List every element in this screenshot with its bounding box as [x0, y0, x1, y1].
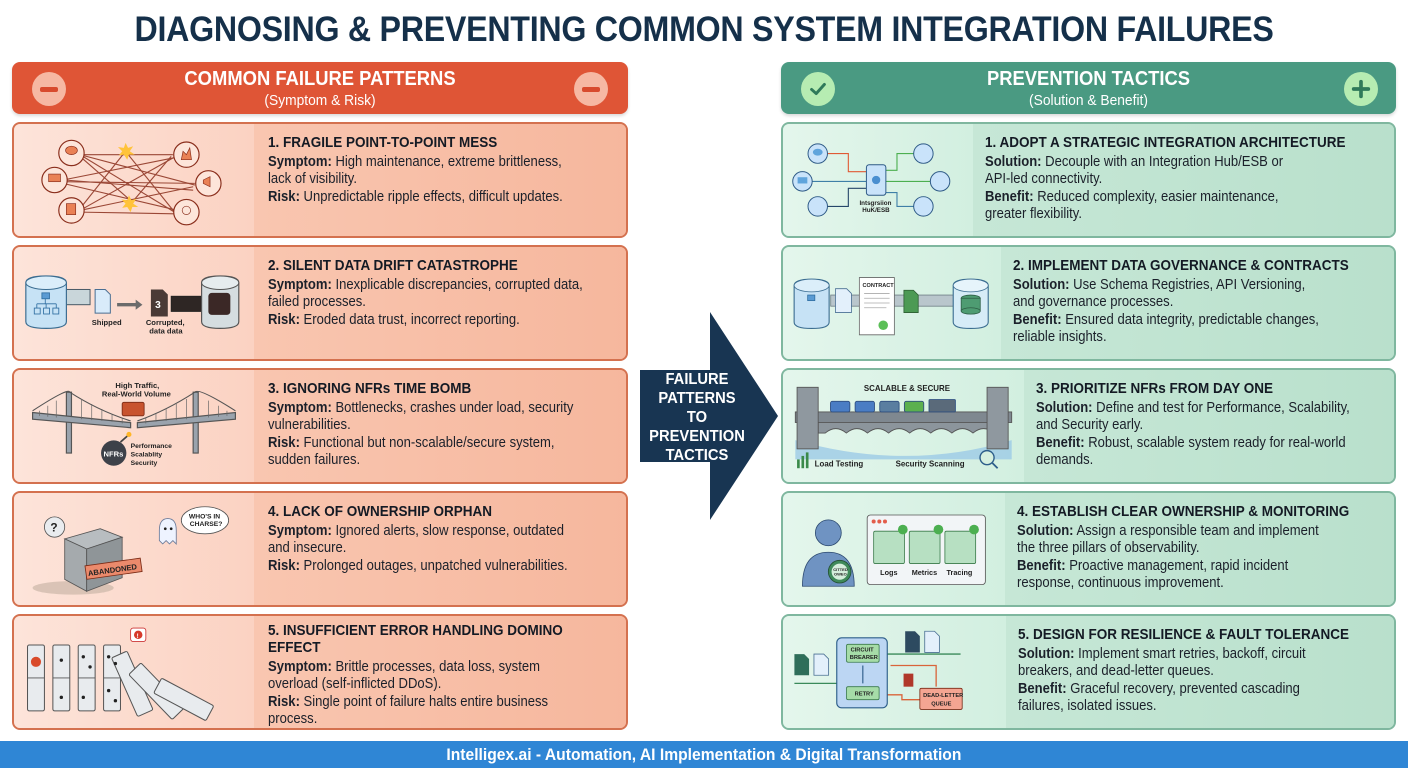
speech-bubble-line-1: WHO'S IN: [189, 514, 220, 521]
symptom-text: Symptom: Brittle processes, data loss, s…: [268, 659, 540, 692]
badge-line-2: OWEO: [834, 572, 847, 577]
card-title: 5. DESIGN FOR RESILIENCE & FAULT TOLERAN…: [1018, 626, 1350, 643]
alert-icon: !: [137, 633, 139, 640]
card-title: 2. SILENT DATA DRIFT CATASTROPHE: [268, 257, 518, 274]
footer-banner: Intelligex.ai - Automation, AI Implement…: [0, 741, 1408, 768]
card-title: 3. PRIORITIZE NFRs FROM DAY ONE: [1036, 380, 1274, 397]
arrow-label: FAILURE PATTERNS TO PREVENTION TACTICS: [649, 371, 745, 464]
failure-card-domino-effect: ! 5. INSUFFICIENT ERROR HANDLING DOMINO …: [12, 614, 628, 730]
card-title: 3. IGNORING NFRs TIME BOMB: [268, 380, 472, 397]
risk-text: Risk: Single point of failure halts enti…: [268, 694, 549, 727]
minus-circle-icon: [32, 72, 66, 106]
hub-label-1: Intsgrsiion: [859, 200, 891, 207]
corrupted-label-2: data data: [149, 326, 183, 335]
speech-bubble-line-2: CHARSE?: [190, 521, 223, 528]
solution-text: Solution: Use Schema Registries, API Ver…: [1012, 277, 1306, 310]
risk-text: Risk: Prolonged outages, unpatched vulne…: [268, 558, 568, 574]
benefit-text: Benefit: Ensured data integrity, predict…: [1012, 312, 1319, 345]
broken-bridge-illustration: High Traffic, Real-World Volume NFRs Per…: [14, 370, 254, 482]
failure-card-ownership-orphan: ? ABANDONED WHO'S IN CHARSE? 4. LACK OF …: [12, 491, 628, 607]
risk-text: Risk: Functional but non-scalable/secure…: [268, 435, 555, 468]
arrow-right-icon: [640, 312, 778, 520]
failure-card-point-to-point: 1. FRAGILE POINT-TO-POINT MESS Symptom: …: [12, 122, 628, 238]
solution-text: Solution: Decouple with an Integration H…: [985, 154, 1284, 187]
failure-card-data-drift: Shipped 3 Corrupted, data data 2. SILENT…: [12, 245, 628, 361]
solution-text: Solution: Implement smart retries, backo…: [1018, 646, 1306, 679]
metrics-label: Metrics: [912, 568, 937, 577]
card-title: 4. ESTABLISH CLEAR OWNERSHIP & MONITORIN…: [1016, 503, 1350, 520]
card-title: 1. FRAGILE POINT-TO-POINT MESS: [268, 134, 498, 151]
prevention-card-integration-architecture: Intsgrsiion HuK/ESB 1. ADOPT A STRATEGIC…: [781, 122, 1396, 238]
prevention-card-ownership-monitoring: CITTED OWEO Logs Metrics Tracing 4. ESTA…: [781, 491, 1396, 607]
symptom-text: Symptom: High maintenance, extreme britt…: [268, 154, 562, 187]
circuit-breaker-label-1: CIRCUIT: [851, 648, 875, 654]
hub-label-2: HuK/ESB: [862, 207, 890, 214]
check-circle-icon: [801, 72, 835, 106]
shipped-label: Shipped: [92, 318, 122, 327]
nfr-performance-label: Performance: [131, 443, 173, 450]
scalable-secure-banner: SCALABLE & SECURE: [864, 384, 950, 393]
chart-icon: [797, 452, 809, 469]
page-title: DIAGNOSING & PREVENTING COMMON SYSTEM IN…: [134, 10, 1274, 49]
benefit-text: Benefit: Graceful recovery, prevented ca…: [1018, 681, 1301, 714]
failure-patterns-subheading: (Symptom & Risk): [264, 92, 376, 109]
abandoned-server-illustration: ? ABANDONED WHO'S IN CHARSE?: [14, 493, 254, 605]
prevention-card-prioritize-nfrs: SCALABLE & SECURE Load Testing Security …: [781, 368, 1396, 484]
tracing-label: Tracing: [947, 568, 973, 577]
data-drift-illustration: Shipped 3 Corrupted, data data: [14, 247, 254, 359]
falling-dominoes-illustration: !: [14, 616, 254, 728]
integration-hub-illustration: Intsgrsiion HuK/ESB: [783, 124, 974, 236]
symptom-text: Symptom: Ignored alerts, slow response, …: [268, 523, 564, 556]
bomb-label: NFRs: [104, 449, 124, 458]
prevention-tactics-header: PREVENTION TACTICS (Solution & Benefit): [781, 62, 1396, 114]
card-title: 5. INSUFFICIENT ERROR HANDLING DOMINO EF…: [268, 622, 563, 656]
solution-text: Solution: Define and test for Performanc…: [1036, 400, 1350, 433]
corrupted-label-1: Corrupted,: [146, 318, 185, 327]
nfr-scalability-label: Scalablity: [131, 451, 163, 458]
failure-patterns-heading: COMMON FAILURE PATTERNS: [184, 68, 456, 90]
prevention-card-data-governance: CONTRACT 2. IMPLEMENT DATA GOVERNANCE & …: [781, 245, 1396, 361]
question-mark: ?: [50, 520, 57, 534]
solution-text: Solution: Assign a responsible team and …: [1016, 523, 1319, 556]
retry-label: RETRY: [855, 692, 874, 698]
dead-letter-label-1: DEAD-LETTER: [923, 693, 963, 699]
footer-text: Intelligex.ai - Automation, AI Implement…: [446, 745, 962, 764]
plus-circle-icon: [1344, 72, 1378, 106]
prevention-tactics-heading: PREVENTION TACTICS: [986, 68, 1191, 90]
dead-letter-label-2: QUEUE: [931, 701, 951, 707]
load-testing-label: Load Testing: [815, 459, 864, 468]
secure-bridge-illustration: SCALABLE & SECURE Load Testing Security …: [783, 370, 1024, 482]
card-title: 4. LACK OF OWNERSHIP ORPHAN: [268, 503, 493, 520]
security-scanning-label: Security Scanning: [896, 459, 965, 468]
benefit-text: Benefit: Reduced complexity, easier main…: [985, 189, 1279, 222]
card-title: 2. IMPLEMENT DATA GOVERNANCE & CONTRACTS: [1012, 257, 1349, 274]
contract-label: CONTRACT: [863, 283, 895, 289]
card-title: 1. ADOPT A STRATEGIC INTEGRATION ARCHITE…: [985, 134, 1346, 151]
traffic-label-2: Real-World Volume: [102, 389, 171, 398]
prevention-card-resilience: CIRCUIT BREARER RETRY DEAD-LETTER QUEUE …: [781, 614, 1396, 730]
ownership-monitoring-illustration: CITTED OWEO Logs Metrics Tracing: [783, 493, 1005, 605]
circuit-breaker-label-2: BREARER: [850, 655, 878, 661]
failure-patterns-header: COMMON FAILURE PATTERNS (Symptom & Risk): [12, 62, 628, 114]
symptom-text: Symptom: Inexplicable discrepancies, cor…: [268, 277, 583, 310]
minus-circle-icon: [574, 72, 608, 106]
risk-text: Risk: Unpredictable ripple effects, diff…: [268, 189, 563, 205]
nfr-security-label: Security: [131, 460, 158, 467]
corrupted-doc-number: 3: [155, 300, 161, 311]
benefit-text: Benefit: Proactive management, rapid inc…: [1016, 558, 1289, 591]
benefit-text: Benefit: Robust, scalable system ready f…: [1036, 435, 1346, 468]
logs-label: Logs: [880, 568, 897, 577]
data-contract-illustration: CONTRACT: [783, 247, 1001, 359]
risk-text: Risk: Eroded data trust, incorrect repor…: [268, 312, 520, 328]
traffic-label-1: High Traffic,: [115, 381, 159, 390]
failure-card-nfr-time-bomb: High Traffic, Real-World Volume NFRs Per…: [12, 368, 628, 484]
prevention-tactics-subheading: (Solution & Benefit): [1029, 92, 1148, 109]
badge-line-1: CITTED: [833, 567, 848, 572]
point-to-point-mess-illustration: [14, 124, 254, 236]
transition-arrow: FAILURE PATTERNS TO PREVENTION TACTICS: [638, 312, 780, 520]
magnifier-icon: [979, 449, 995, 466]
symptom-text: Symptom: Bottlenecks, crashes under load…: [268, 400, 574, 433]
resilience-flow-illustration: CIRCUIT BREARER RETRY DEAD-LETTER QUEUE: [783, 616, 1007, 728]
